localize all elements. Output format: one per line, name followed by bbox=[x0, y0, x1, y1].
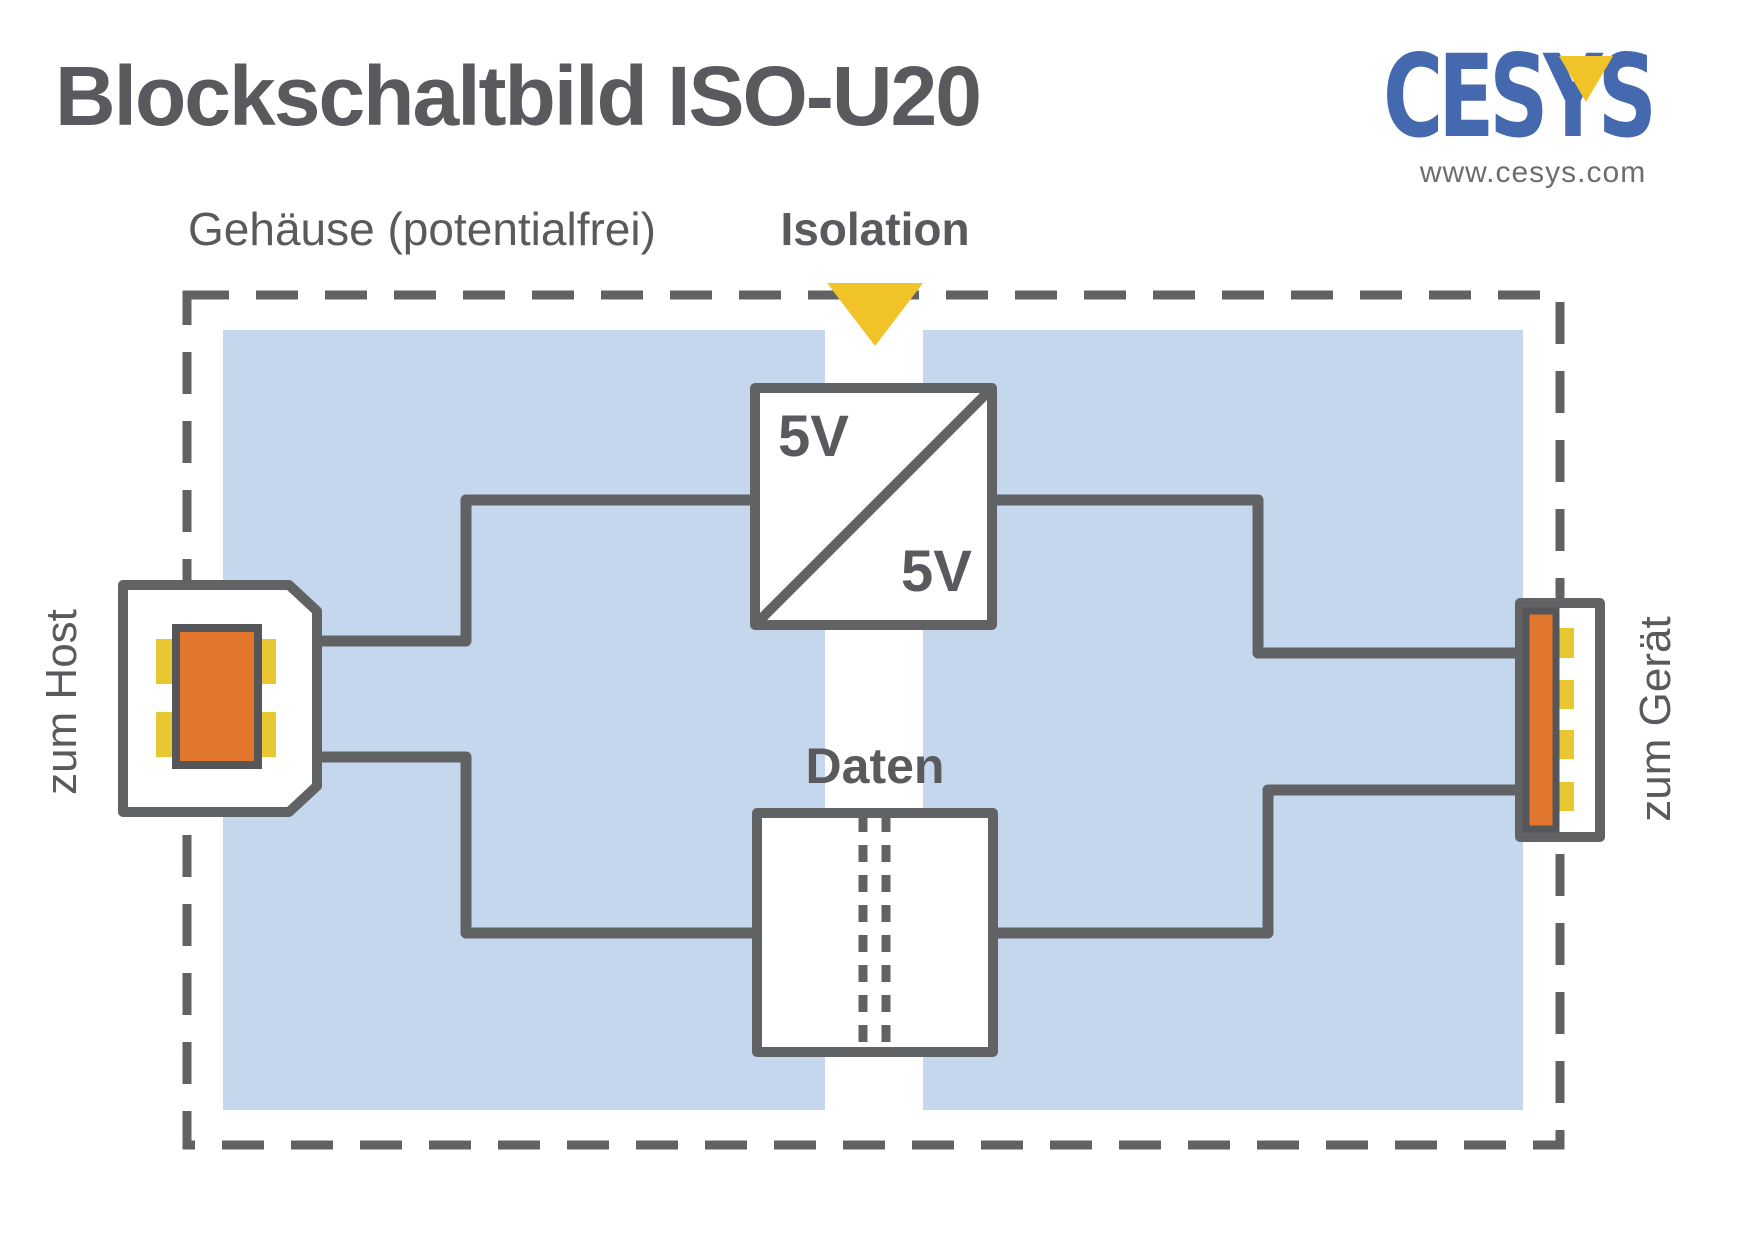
data-label: Daten bbox=[805, 738, 945, 794]
logo-website: www.cesys.com bbox=[1419, 156, 1647, 189]
wire-device-power bbox=[988, 494, 1522, 659]
wire-host-power bbox=[312, 494, 762, 647]
isolation-label: Isolation bbox=[780, 203, 970, 255]
wire-device-data bbox=[988, 784, 1522, 939]
dcdc-secondary-label: 5V bbox=[901, 539, 972, 604]
host-pin-top-left bbox=[156, 639, 176, 684]
device-side-label: zum Gerät bbox=[1631, 616, 1680, 822]
dcdc-diagonal bbox=[755, 388, 992, 625]
page-title: Blockschaltbild ISO-U20 bbox=[55, 49, 982, 143]
host-side-panel bbox=[223, 330, 825, 1110]
enclosure-label: Gehäuse (potentialfrei) bbox=[188, 203, 656, 255]
host-connector-plug bbox=[172, 624, 262, 769]
host-side-label: zum Host bbox=[37, 609, 86, 795]
data-isolator-box bbox=[752, 808, 998, 1057]
logo-y-triangle-icon bbox=[1559, 56, 1613, 102]
cesys-logo: CESYS www.cesys.com bbox=[1383, 30, 1683, 206]
wire-host-data bbox=[312, 751, 762, 939]
isolation-arrow-icon bbox=[827, 283, 923, 346]
device-connector-plug bbox=[1522, 607, 1560, 833]
device-side-panel bbox=[923, 330, 1523, 1110]
dcdc-primary-label: 5V bbox=[778, 404, 849, 469]
host-pin-bottom-left bbox=[156, 712, 176, 757]
